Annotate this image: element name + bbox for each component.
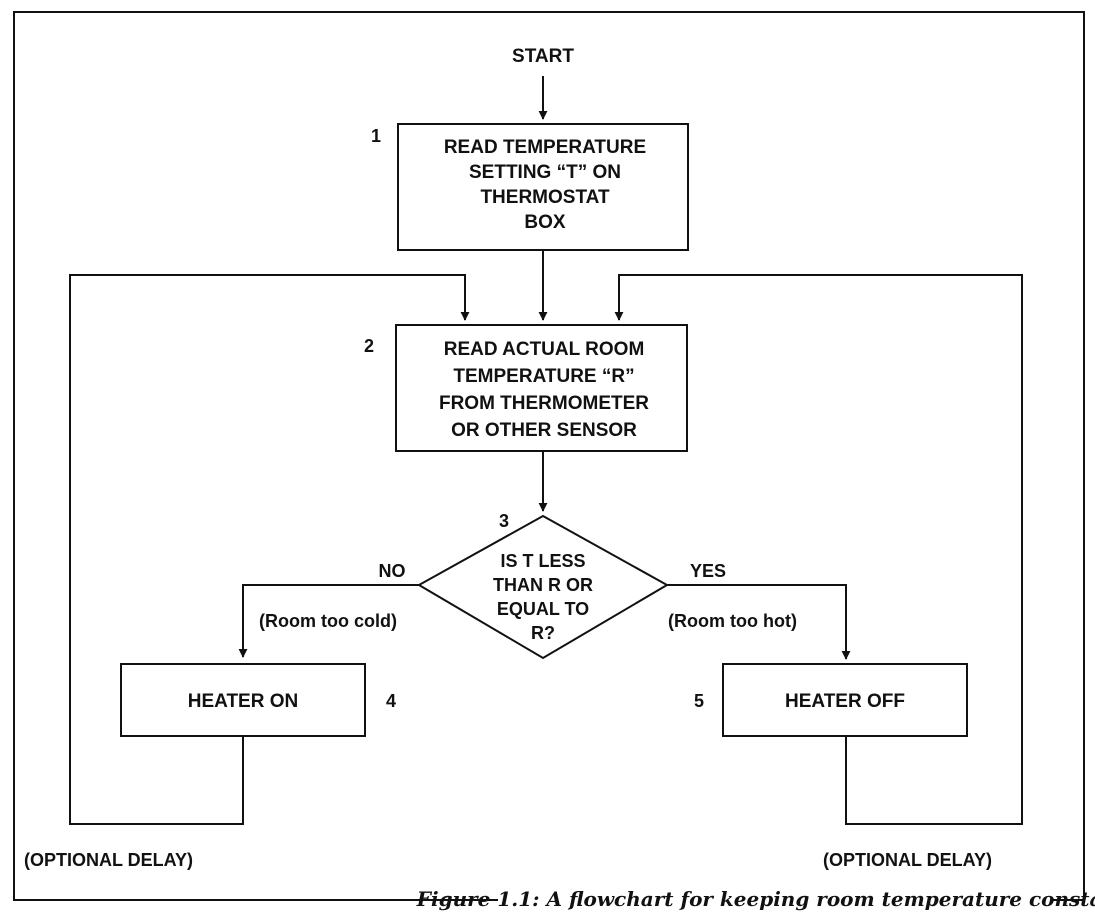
room-too-hot-note: (Room too hot) [668, 611, 797, 631]
decision-diamond [416, 514, 670, 660]
no-label: NO [379, 561, 406, 581]
read-setting-text: READ TEMPERATURE SETTING “T” ON THERMOST… [444, 137, 646, 233]
svg-text:THERMOSTAT: THERMOSTAT [480, 187, 610, 208]
svg-text:READ ACTUAL ROOM: READ ACTUAL ROOM [444, 339, 645, 360]
decision-text: IS T LESS THAN R OR EQUAL TO R? [493, 551, 593, 643]
svg-text:TEMPERATURE “R”: TEMPERATURE “R” [453, 366, 634, 387]
read-room-box [395, 324, 688, 452]
step-3-number: 3 [499, 511, 509, 531]
svg-text:EQUAL TO: EQUAL TO [497, 599, 589, 619]
step-2-number: 2 [364, 336, 374, 356]
svg-text:R?: R? [531, 623, 555, 643]
svg-text:THAN R OR: THAN R OR [493, 575, 593, 595]
heater-on-box [120, 663, 366, 737]
read-setting-box [397, 123, 689, 251]
svg-text:OR OTHER SENSOR: OR OTHER SENSOR [451, 420, 637, 441]
heater-on-label: HEATER ON [188, 691, 298, 712]
room-too-cold-note: (Room too cold) [259, 611, 397, 631]
yes-label: YES [690, 561, 726, 581]
svg-text:IS T LESS: IS T LESS [500, 551, 585, 571]
read-room-text: READ ACTUAL ROOM TEMPERATURE “R” FROM TH… [439, 339, 649, 441]
svg-text:SETTING “T” ON: SETTING “T” ON [469, 162, 621, 183]
svg-text:READ TEMPERATURE: READ TEMPERATURE [444, 137, 646, 158]
step-5-number: 5 [694, 691, 704, 711]
figure-frame [13, 11, 1085, 901]
left-loop-arrow [69, 274, 470, 825]
right-loop-arrow [614, 274, 1023, 825]
heater-off-label: HEATER OFF [785, 691, 905, 712]
step-4-number: 4 [386, 691, 396, 711]
figure-caption: Figure 1.1: A flowchart for keeping room… [416, 887, 1095, 911]
heater-off-box [722, 663, 968, 737]
no-branch-arrow [238, 584, 419, 658]
left-optional-delay: (OPTIONAL DELAY) [24, 850, 193, 870]
yes-branch-arrow [667, 584, 851, 660]
start-label: START [512, 46, 574, 67]
svg-text:FROM THERMOMETER: FROM THERMOMETER [439, 393, 649, 414]
svg-text:BOX: BOX [524, 212, 566, 233]
step-1-number: 1 [371, 126, 381, 146]
right-optional-delay: (OPTIONAL DELAY) [823, 850, 992, 870]
